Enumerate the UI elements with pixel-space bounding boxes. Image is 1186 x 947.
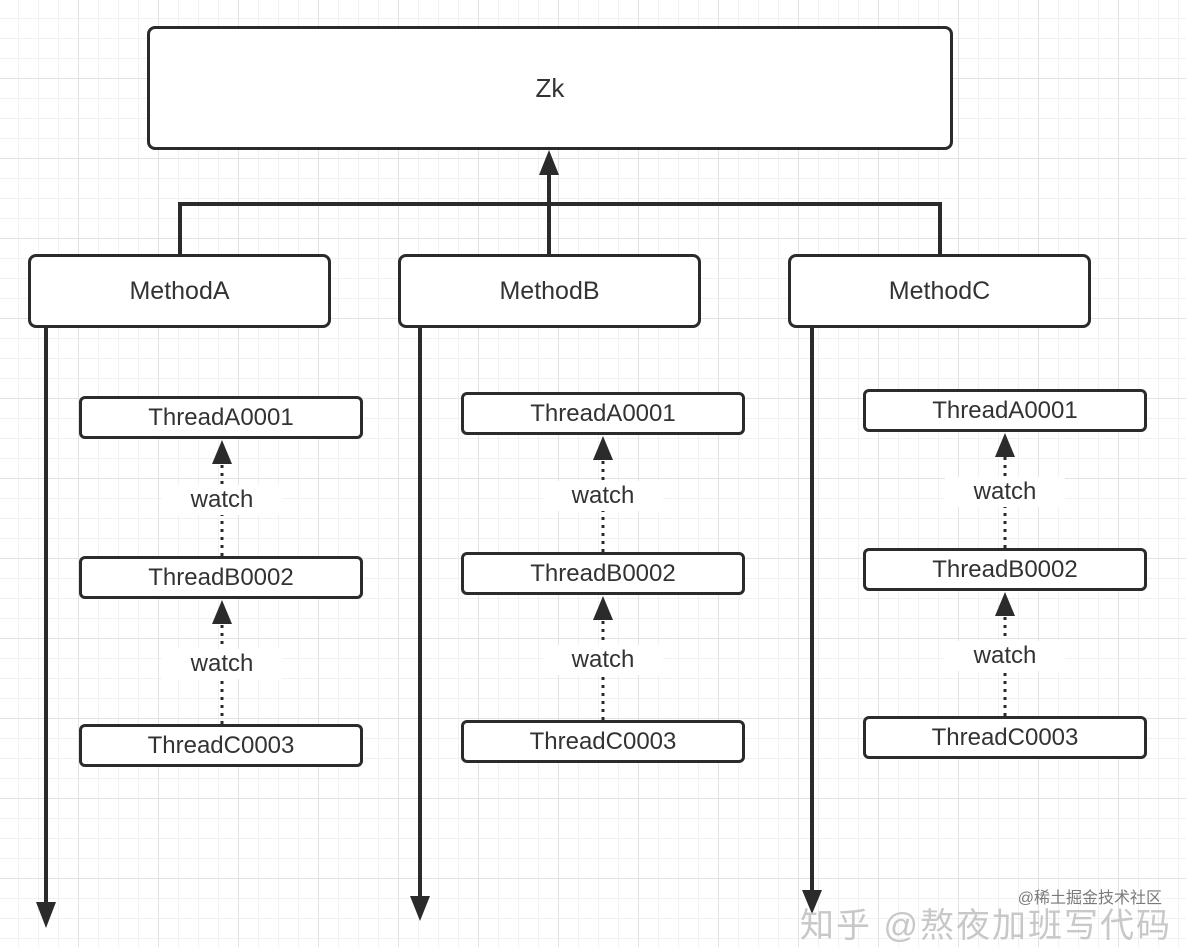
connector-bracket — [178, 202, 942, 254]
thread-node-c-1: ThreadA0001 — [863, 389, 1147, 432]
watch-edge-label: watch — [543, 645, 663, 675]
method-node-label: MethodC — [888, 276, 991, 305]
watch-edge-label: watch — [543, 481, 663, 511]
thread-node-a-3: ThreadC0003 — [79, 724, 363, 767]
thread-node-b-3: ThreadC0003 — [461, 720, 745, 763]
watch-edge-label: watch — [945, 477, 1065, 507]
timeline-arrowhead-c — [802, 890, 822, 914]
thread-node-label: ThreadB0002 — [530, 559, 676, 587]
watch-edge-label: watch — [945, 641, 1065, 671]
thread-node-label: ThreadB0002 — [932, 555, 1078, 583]
method-node-b: MethodB — [398, 254, 701, 328]
timeline-arrowhead-a — [36, 902, 56, 928]
watch-edge-label: watch — [162, 485, 282, 515]
watch-arrowhead-b2 — [593, 596, 613, 620]
thread-node-c-2: ThreadB0002 — [863, 548, 1147, 591]
method-node-c: MethodC — [788, 254, 1091, 328]
thread-node-label: ThreadC0003 — [147, 731, 295, 759]
thread-node-label: ThreadB0002 — [148, 563, 294, 591]
method-node-label: MethodA — [129, 276, 230, 305]
watch-arrowhead-c2 — [995, 592, 1015, 616]
juejin-watermark: @稀土掘金技术社区 — [1017, 890, 1162, 907]
thread-node-b-1: ThreadA0001 — [461, 392, 745, 435]
method-node-a: MethodA — [28, 254, 331, 328]
zk-node-label: Zk — [535, 72, 565, 103]
method-node-label: MethodB — [499, 276, 600, 305]
watch-arrowhead-a1 — [212, 440, 232, 464]
thread-node-label: ThreadA0001 — [148, 403, 294, 431]
watch-arrowhead-c1 — [995, 433, 1015, 457]
watch-arrowhead-b1 — [593, 436, 613, 460]
thread-node-label: ThreadA0001 — [932, 396, 1078, 424]
arrowhead-to-zk — [539, 150, 559, 175]
watch-edge-label: watch — [162, 649, 282, 679]
timeline-arrowhead-b — [410, 896, 430, 921]
watch-arrowhead-a2 — [212, 600, 232, 624]
thread-node-b-2: ThreadB0002 — [461, 552, 745, 595]
thread-node-label: ThreadC0003 — [529, 727, 677, 755]
thread-node-c-3: ThreadC0003 — [863, 716, 1147, 759]
thread-node-label: ThreadC0003 — [931, 723, 1079, 751]
thread-node-label: ThreadA0001 — [530, 399, 676, 427]
zk-node: Zk — [147, 26, 953, 150]
thread-node-a-1: ThreadA0001 — [79, 396, 363, 439]
thread-node-a-2: ThreadB0002 — [79, 556, 363, 599]
